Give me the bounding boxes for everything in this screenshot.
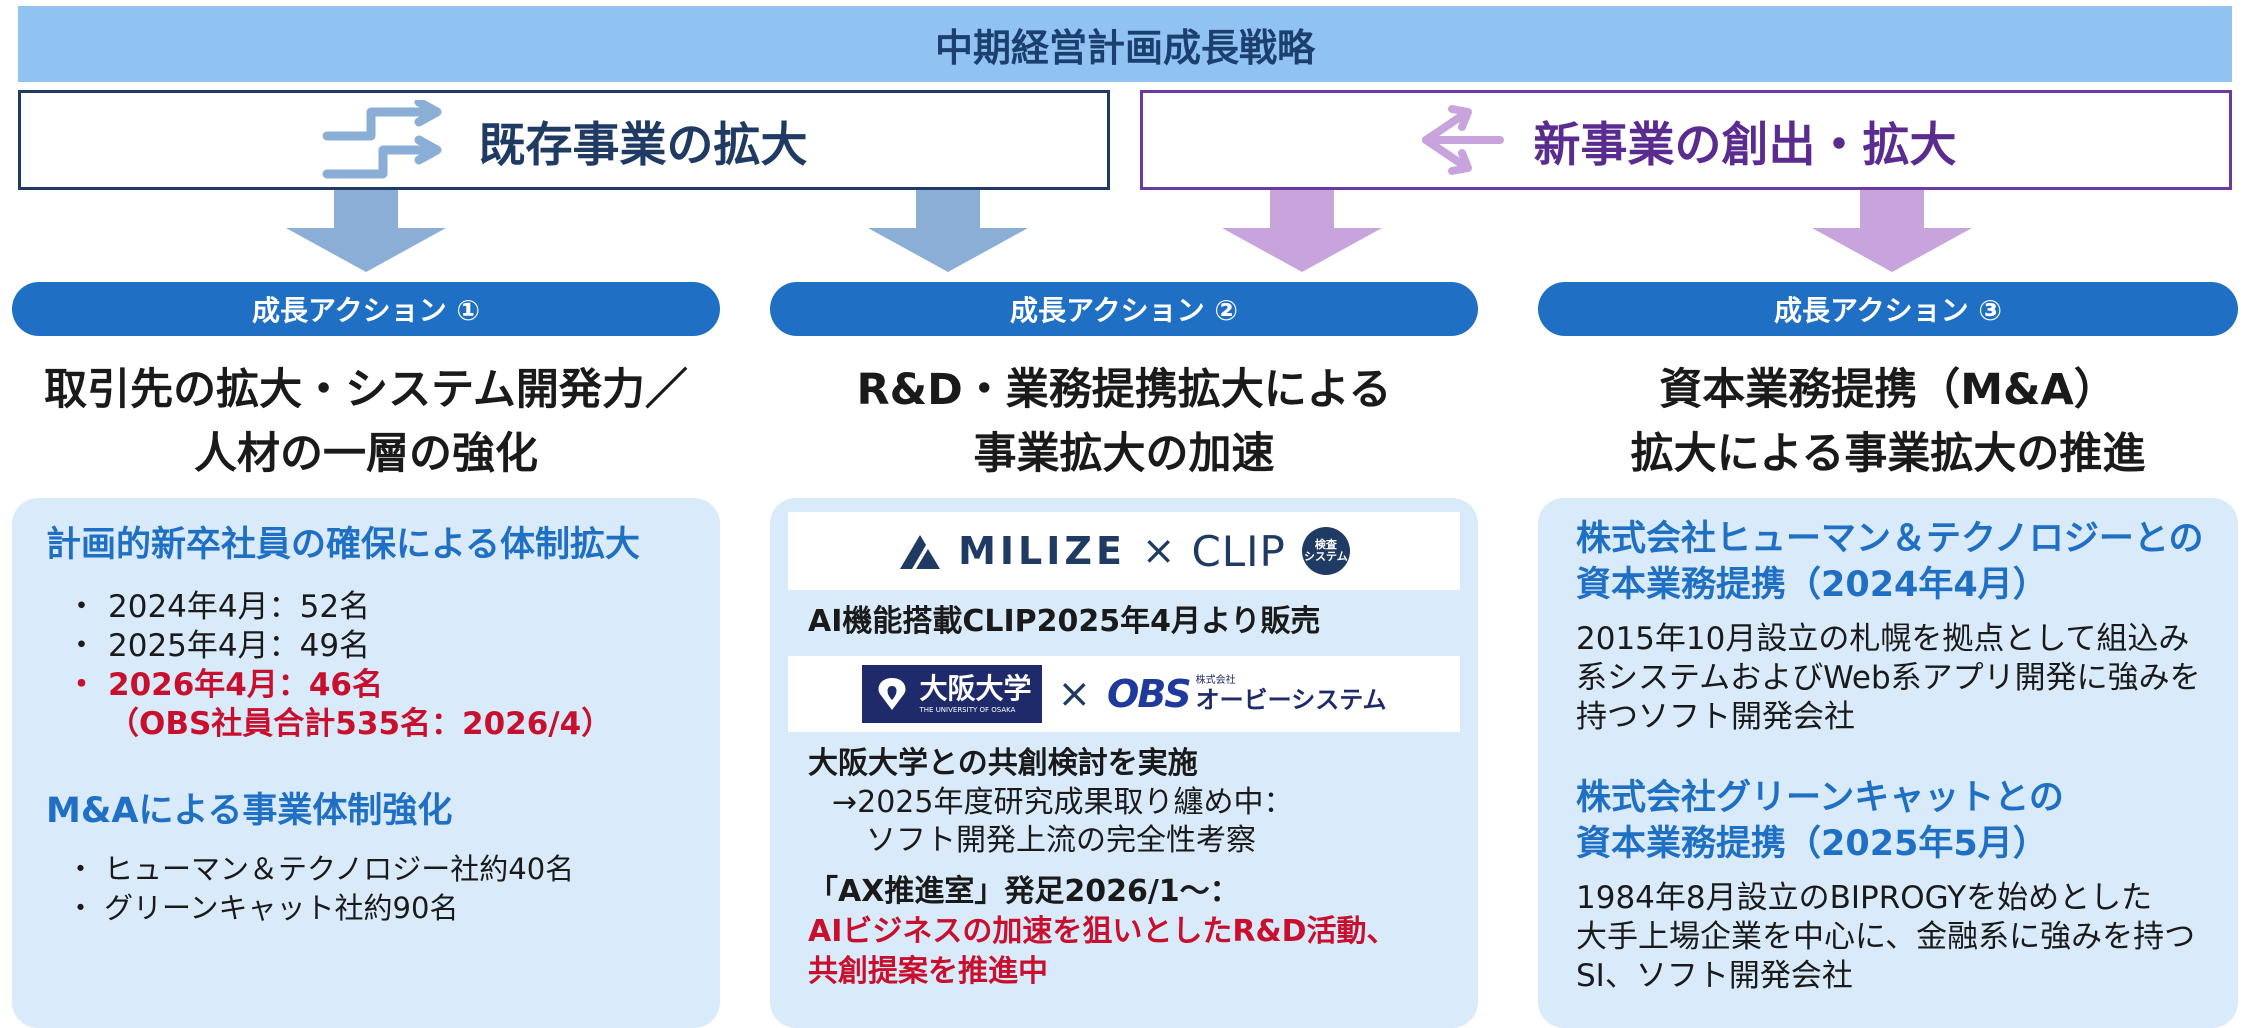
action-heading-3: 資本業務提携（M&A） 拡大による事業拡大の推進	[1538, 358, 2238, 486]
list-item-text: ヒューマン＆テクノロジー社約40名	[104, 852, 575, 886]
osaka-univ-sub: THE UNIVERSITY OF OSAKA	[919, 706, 1016, 714]
action-heading-2: R&D・業務提携拡大による 事業拡大の加速	[770, 358, 1478, 486]
heading-line: 資本業務提携（M&A）	[1659, 365, 2117, 415]
list-item: ・ 2026年4月：46名	[46, 666, 720, 705]
strategy-existing-label: 既存事業の拡大	[478, 117, 808, 173]
badge-line: システム	[1304, 550, 1348, 563]
branch-arrows-icon	[1416, 105, 1506, 175]
action-pill-2: 成長アクション ②	[770, 282, 1478, 336]
section-title: M&Aによる事業体制強化	[46, 791, 453, 831]
caption: 大阪大学との共創検討を実施	[808, 746, 1198, 781]
milize-clip-logo: MILIZE × CLIP 検査 システム	[788, 512, 1460, 590]
osaka-univ-text: 大阪大学	[919, 672, 1032, 705]
clip-text: CLIP	[1191, 526, 1286, 576]
expand-arrows-icon	[321, 100, 451, 180]
bullet-icon: ・	[66, 891, 96, 925]
strategy-new-box: 新事業の創出・拡大	[1140, 90, 2232, 190]
heading-line: 事業拡大の加速	[973, 429, 1275, 479]
badge-line: 検査	[1314, 538, 1337, 551]
osaka-univ-emblem-icon	[878, 678, 905, 710]
heading-line: R&D・業務提携拡大による	[856, 365, 1392, 415]
list-item-text: 2024年4月：52名	[108, 589, 371, 625]
cross-symbol: ×	[1057, 671, 1092, 717]
list-item-note: （OBS社員合計535名：2026/4）	[108, 706, 613, 742]
action-3-panel: 株式会社ヒューマン＆テクノロジーとの 資本業務提携（2024年4月） 2015年…	[1538, 498, 2238, 1028]
action-pill-3: 成長アクション ③	[1538, 282, 2238, 336]
down-arrow-icon	[1812, 190, 1972, 272]
bullet-icon: ・	[66, 667, 97, 703]
action-heading-1: 取引先の拡大・システム開発力／ 人材の一層の強化	[12, 358, 720, 486]
action-1-panel: 計画的新卒社員の確保による体制拡大 ・ 2024年4月：52名 ・ 2025年4月：…	[12, 498, 720, 1028]
ax-line: 「AX推進室」発足2026/1～：	[808, 874, 1240, 909]
section-title: 株式会社ヒューマン＆テクノロジーとの	[1576, 519, 2204, 559]
obs-name: オービーシステム	[1195, 686, 1387, 714]
desc-line: SI、ソフト開発会社	[1576, 958, 1853, 994]
heading-line: 人材の一層の強化	[194, 429, 538, 479]
section-title: 計画的新卒社員の確保による体制拡大	[46, 525, 640, 565]
list-item: ・ヒューマン＆テクノロジー社約40名	[46, 850, 720, 889]
detail-line: →2025年度研究成果取り纏め中：	[832, 785, 1294, 820]
milize-logo-icon	[900, 535, 941, 569]
list-item: ・ 2025年4月：49名	[46, 627, 720, 666]
obs-logo: OBS 株式会社 オービーシステム	[1107, 672, 1386, 716]
list-item-text: グリーンキャット社約90名	[104, 891, 459, 925]
down-arrow-icon	[868, 190, 1028, 272]
desc-line: 2015年10月設立の札幌を拠点として組込み	[1576, 621, 2190, 657]
desc-line: 1984年8月設立のBIPROGYを始めとした	[1576, 880, 2153, 916]
strategy-existing-box: 既存事業の拡大	[18, 90, 1110, 190]
desc-line: 持つソフト開発会社	[1576, 699, 1855, 735]
list-item-text: 2025年4月：49名	[108, 628, 371, 664]
clip-badge: 検査 システム	[1301, 527, 1350, 575]
bullet-icon: ・	[66, 589, 97, 625]
desc-line: 系システムおよびWeb系アプリ開発に強みを	[1576, 660, 2201, 696]
down-arrow-icon	[1222, 190, 1382, 272]
bullet-icon: ・	[66, 852, 96, 886]
desc-line: 大手上場企業を中心に、金融系に強みを持つ	[1576, 919, 2196, 955]
page-title: 中期経営計画成長戦略	[18, 6, 2232, 82]
cross-symbol: ×	[1141, 528, 1176, 574]
section-title: 資本業務提携（2025年5月）	[1576, 824, 2048, 864]
milize-text: MILIZE	[958, 529, 1126, 573]
ax-red-line: AIビジネスの加速を狙いとしたR&D活動、	[808, 914, 1397, 949]
action-pill-1: 成長アクション ①	[12, 282, 720, 336]
detail-line: ソフト開発上流の完全性考察	[866, 823, 1256, 858]
osaka-obs-logo: 大阪大学 THE UNIVERSITY OF OSAKA × OBS 株式会社 …	[788, 656, 1460, 732]
strategy-new-label: 新事業の創出・拡大	[1533, 117, 1957, 173]
down-arrow-icon	[286, 190, 446, 272]
list-item: ・グリーンキャット社約90名	[46, 889, 720, 928]
heading-line: 拡大による事業拡大の推進	[1630, 429, 2146, 479]
osaka-univ-logo: 大阪大学 THE UNIVERSITY OF OSAKA	[861, 665, 1042, 723]
obs-mark: OBS	[1107, 672, 1192, 716]
bullet-icon: ・	[66, 628, 97, 664]
ax-red-line: 共創提案を推進中	[808, 954, 1048, 989]
section-title: 株式会社グリーンキャットとの	[1576, 778, 2064, 818]
section-title: 資本業務提携（2024年4月）	[1576, 565, 2048, 605]
list-item-text: 2026年4月：46名	[108, 667, 383, 703]
caption: AI機能搭載CLIP2025年4月より販売	[808, 604, 1321, 639]
action-2-panel: MILIZE × CLIP 検査 システム AI機能搭載CLIP2025年4月よ…	[770, 498, 1478, 1028]
obs-small: 株式会社	[1195, 675, 1236, 686]
heading-line: 取引先の拡大・システム開発力／	[44, 365, 688, 415]
list-item: ・ 2024年4月：52名	[46, 588, 720, 627]
